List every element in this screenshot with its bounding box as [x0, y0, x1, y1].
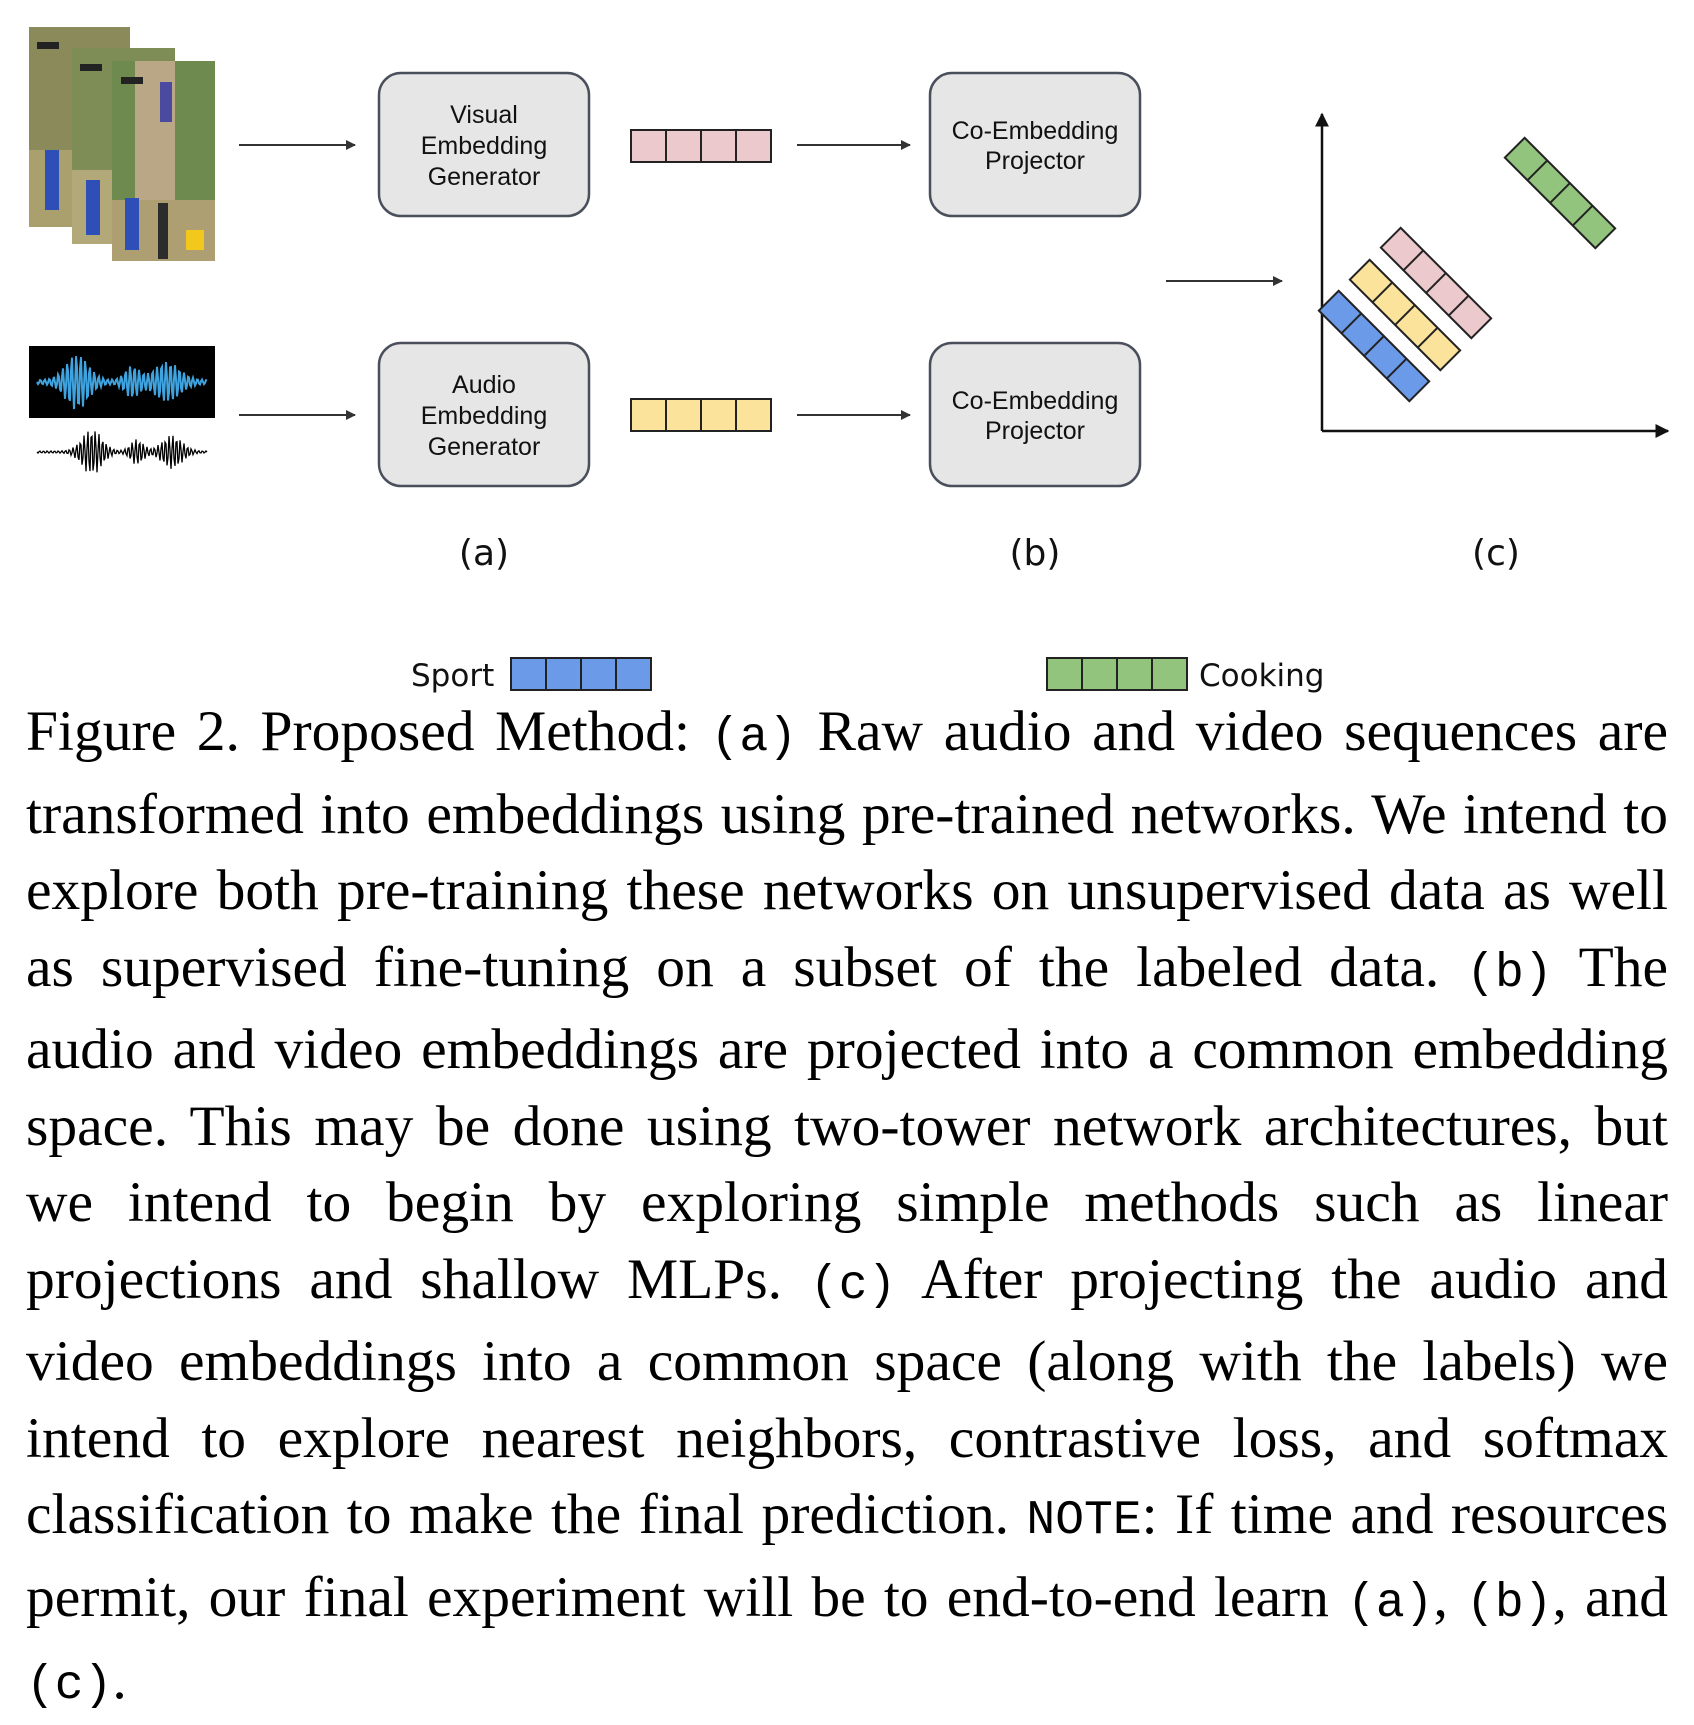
caption-text-b: The audio and video embeddings are proje… — [26, 935, 1668, 1311]
audio-box-line-2: Embedding — [421, 402, 547, 430]
spectrogram-icon — [29, 346, 215, 418]
caption-prefix: Figure 2. Proposed Method: — [26, 700, 690, 763]
caption-end-a: (a) — [1347, 1576, 1434, 1631]
sport-point — [1317, 289, 1431, 403]
visual-box-line-1: Visual — [450, 101, 518, 129]
caption-end-period: . — [112, 1648, 127, 1711]
caption-end-c: (c) — [26, 1659, 113, 1713]
legend-cooking-swatch — [1046, 657, 1188, 691]
panel-label-b: (b) — [1010, 533, 1061, 574]
visual-box-line-3: Generator — [428, 163, 541, 191]
panel-label-c: (c) — [1472, 533, 1520, 574]
projector-2-line-1: Co-Embedding — [952, 387, 1119, 415]
caption-marker-c: (c) — [809, 1258, 897, 1313]
embedding-space-axes — [1315, 112, 1670, 438]
caption-sep-2: , and — [1552, 1565, 1668, 1629]
audio-embedding-vector — [630, 398, 772, 432]
co-embedding-projector-audio: Co-Embedding Projector — [928, 341, 1142, 488]
audio-box-line-3: Generator — [428, 433, 541, 461]
visual-embedding-generator-box: Visual Embedding Generator — [377, 71, 591, 218]
embedding-space-points — [1317, 136, 1617, 403]
caption-end-b: (b) — [1466, 1576, 1553, 1631]
method-diagram: Visual Embedding Generator Audio Embeddi… — [29, 27, 1670, 694]
panel-label-a: (a) — [459, 533, 509, 574]
legend-cooking-label: Cooking — [1199, 658, 1324, 694]
visual-embedding-vector — [630, 129, 772, 163]
audio-point — [1348, 258, 1462, 372]
visual-point — [1379, 226, 1493, 340]
visual-box-line-2: Embedding — [421, 132, 547, 160]
caption-text-a: Raw audio and video sequences are transf… — [26, 700, 1668, 999]
caption-note-marker: NOTE — [1026, 1494, 1142, 1548]
cooking-point — [1503, 136, 1617, 250]
legend-sport-label: Sport — [411, 658, 494, 694]
caption-marker-b: (b) — [1466, 946, 1553, 1001]
audio-embedding-generator-box: Audio Embedding Generator — [377, 341, 591, 488]
waveform-icon — [36, 431, 208, 473]
projector-2-line-2: Projector — [985, 417, 1085, 445]
caption-text-note: : If time and resources permit, our fina… — [26, 1483, 1669, 1629]
caption-sep-1: , — [1433, 1565, 1448, 1629]
projector-1-line-1: Co-Embedding — [952, 117, 1119, 145]
audio-box-line-1: Audio — [452, 371, 516, 399]
legend-sport-swatch — [510, 657, 652, 691]
projector-1-line-2: Projector — [985, 147, 1085, 175]
caption-text-c: After projecting the audio and video emb… — [26, 1247, 1669, 1547]
caption-marker-a: (a) — [710, 711, 798, 765]
co-embedding-projector-visual: Co-Embedding Projector — [928, 71, 1142, 218]
figure-caption: Figure 2. Proposed Method: (a) Raw audio… — [26, 694, 1668, 1725]
video-frames-icon — [29, 27, 215, 261]
